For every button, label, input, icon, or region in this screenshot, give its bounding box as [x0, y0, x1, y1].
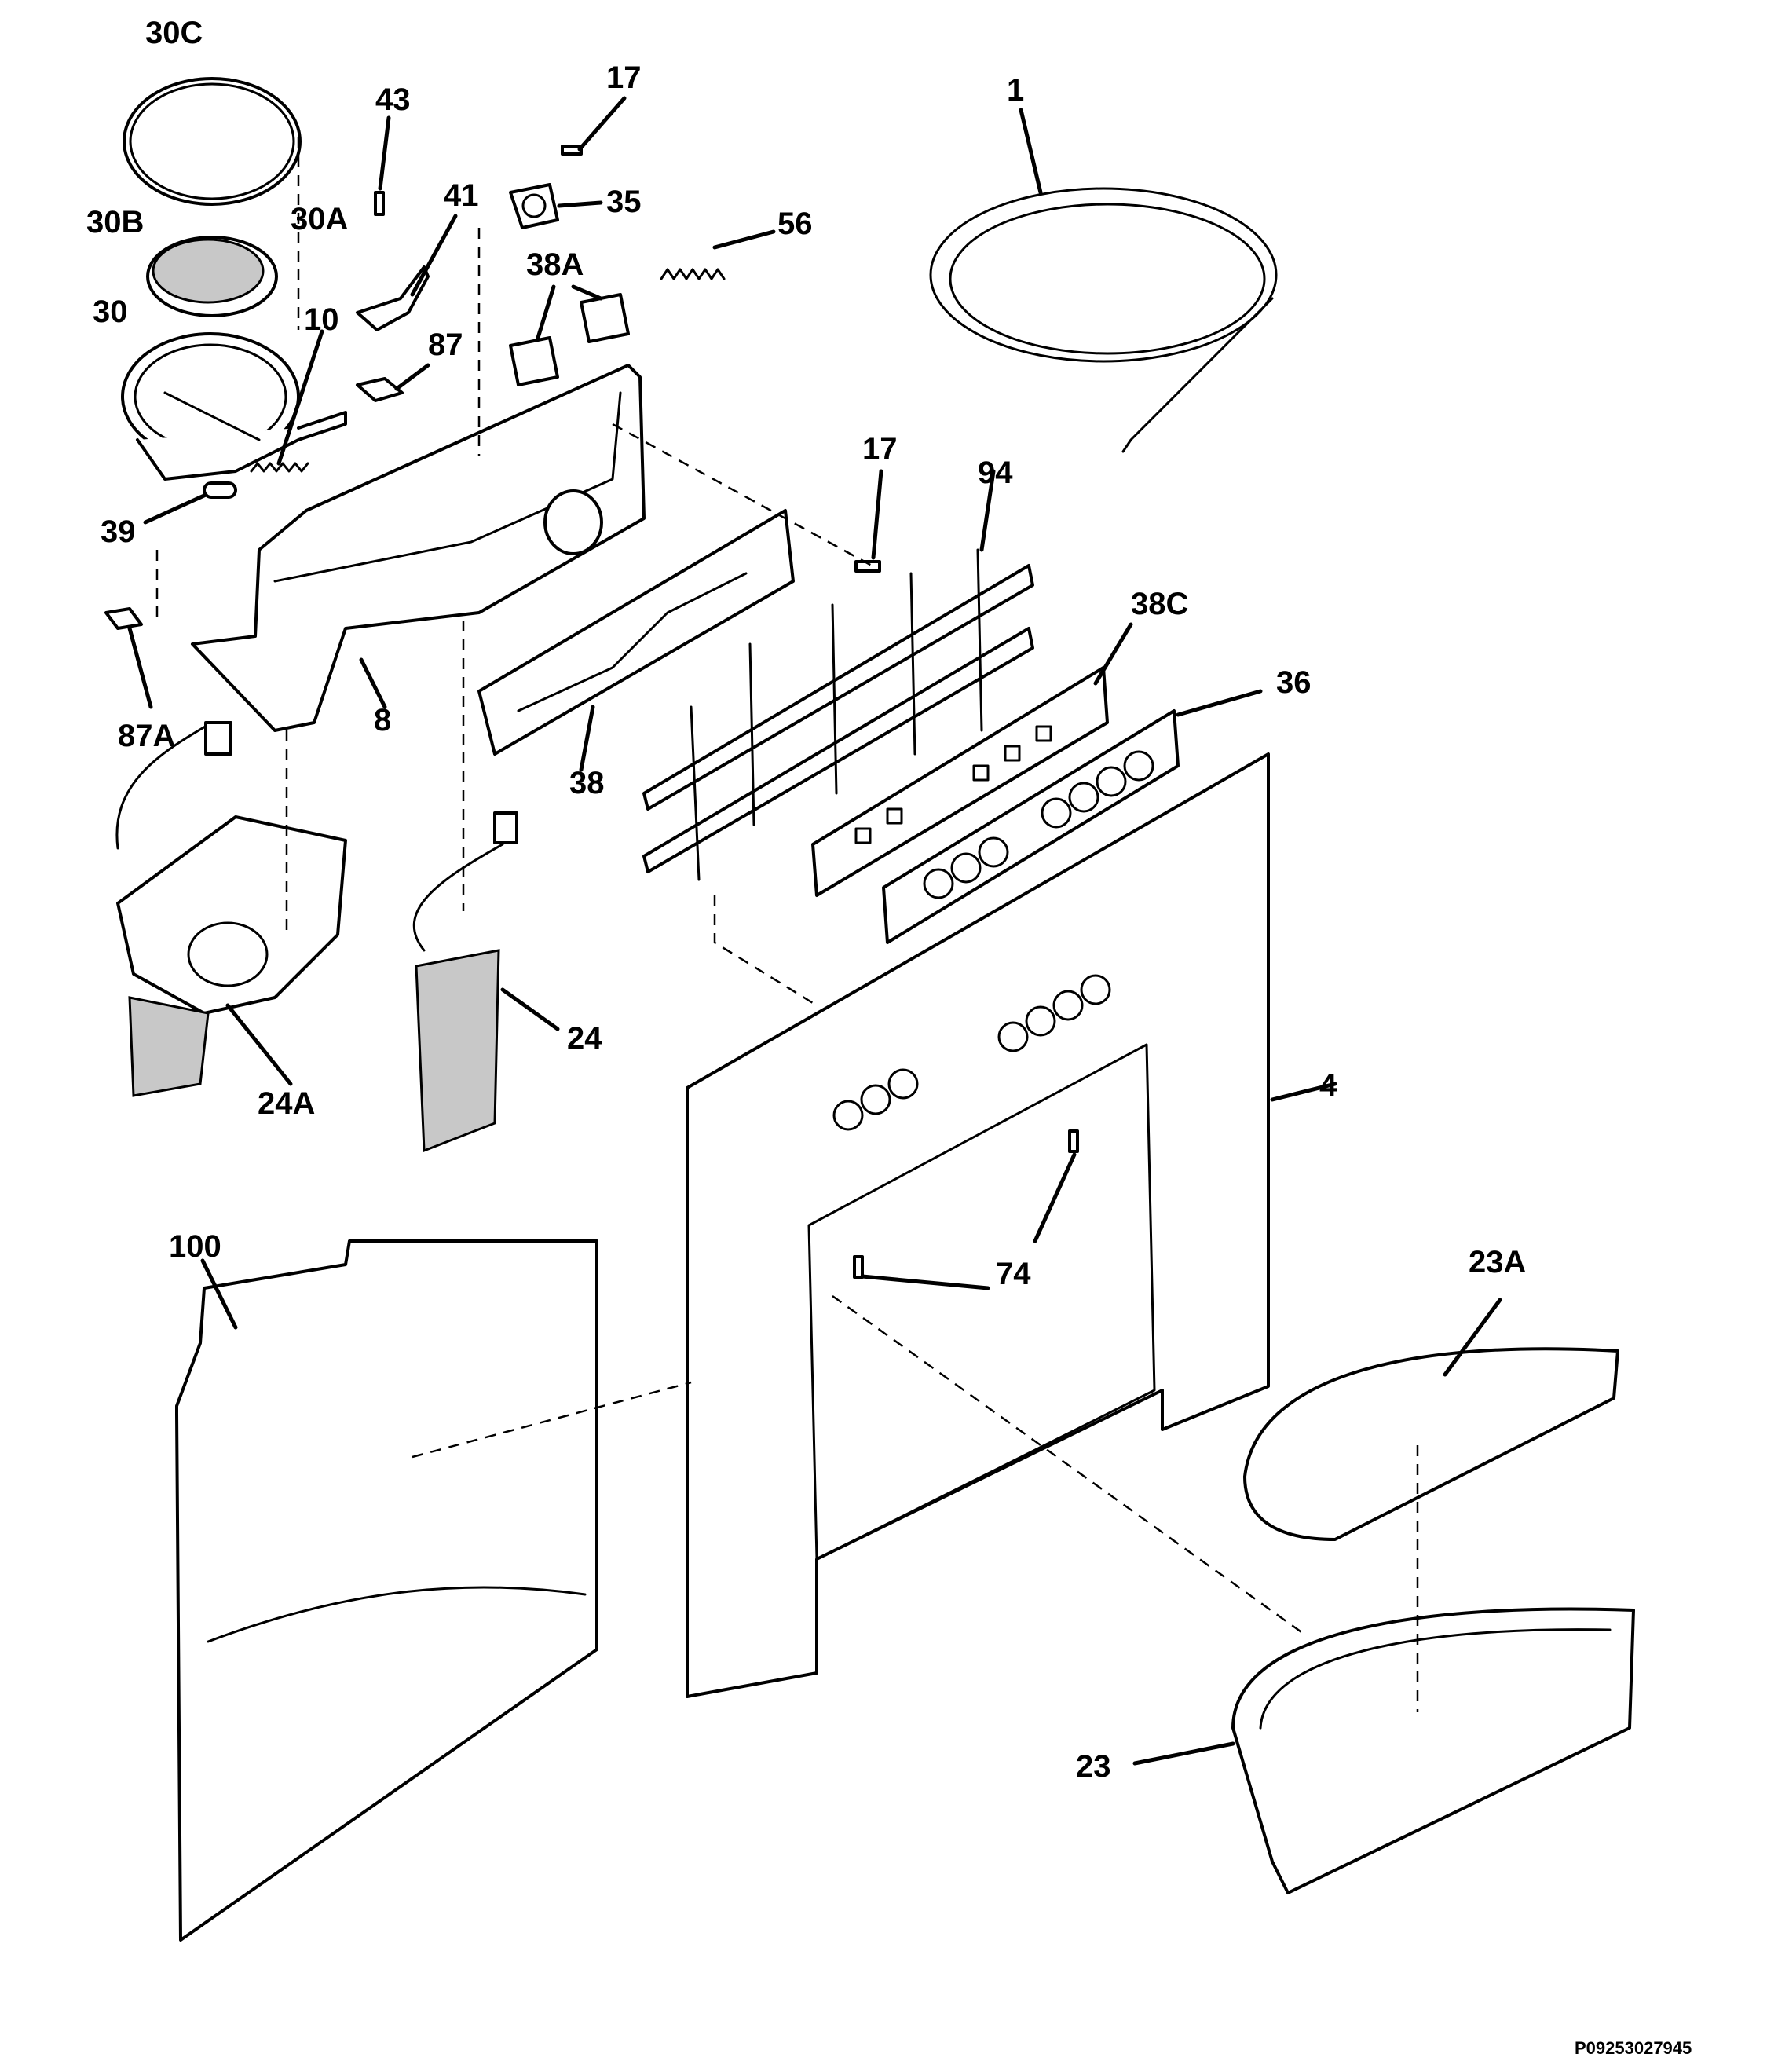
callout-17-mid: 17 — [862, 432, 898, 467]
callout-24: 24 — [567, 1021, 602, 1056]
callout-30: 30 — [93, 295, 128, 329]
part-4-frame — [686, 752, 1337, 1698]
part-30b-lens — [146, 236, 278, 317]
callout-36: 36 — [1276, 665, 1312, 700]
callout-17-top: 17 — [606, 60, 642, 95]
part-74-screws — [853, 1129, 1079, 1290]
reference-code: P09253027945 — [1575, 2038, 1692, 2058]
part-23-tray — [1132, 1607, 1635, 1894]
callout-100: 100 — [169, 1229, 221, 1264]
part-17-screw-top — [561, 96, 627, 156]
part-23a-grille — [1243, 1298, 1619, 1541]
callout-30c: 30C — [145, 16, 203, 50]
alignment-lines — [155, 137, 1419, 1712]
part-24a-chute — [115, 721, 347, 1097]
part-94-bracket-frame — [642, 469, 1034, 881]
part-38-control-board — [477, 509, 795, 772]
callout-43: 43 — [375, 82, 411, 117]
part-56-spring — [660, 229, 776, 280]
callout-24a: 24A — [258, 1086, 315, 1121]
part-8-housing — [191, 364, 646, 732]
part-10-spring — [250, 329, 324, 473]
callout-56: 56 — [777, 207, 813, 241]
callout-87a: 87A — [118, 719, 175, 753]
callout-87: 87 — [428, 328, 463, 362]
callout-74: 74 — [996, 1257, 1031, 1291]
part-87a-clip — [104, 607, 153, 709]
callout-30b: 30B — [86, 205, 144, 240]
callout-41: 41 — [444, 178, 479, 213]
callout-4: 4 — [1319, 1068, 1337, 1103]
part-41-bracket — [356, 214, 458, 331]
callout-23: 23 — [1076, 1749, 1111, 1784]
callout-94: 94 — [978, 456, 1013, 490]
callout-38a: 38A — [526, 247, 584, 282]
part-30-housing — [121, 332, 347, 481]
part-100-panel — [175, 1239, 598, 1942]
part-24-solenoid — [413, 811, 560, 1153]
callout-8: 8 — [374, 703, 391, 738]
part-38a-switches — [509, 284, 630, 386]
callout-30a: 30A — [291, 202, 348, 236]
callout-35: 35 — [606, 185, 642, 219]
part-87-clip — [356, 363, 430, 402]
callout-10: 10 — [304, 302, 339, 337]
callout-38c: 38C — [1131, 587, 1188, 621]
part-43-screw — [374, 115, 391, 216]
part-17-screw-mid — [854, 469, 884, 573]
part-36-overlay — [882, 689, 1263, 944]
callout-1: 1 — [1007, 73, 1024, 108]
part-35-actuator — [509, 183, 603, 229]
part-39-pin — [143, 481, 237, 525]
part-30c-gasket — [123, 77, 302, 206]
callout-38: 38 — [569, 766, 605, 800]
callout-23a: 23A — [1469, 1245, 1526, 1279]
callout-39: 39 — [101, 514, 136, 549]
callout-labels: 30C 43 17 1 35 30B 30A 41 56 38A 30 10 8… — [86, 16, 1526, 1784]
part-1-tubing — [929, 108, 1278, 453]
part-38c-switch-board — [811, 622, 1133, 897]
